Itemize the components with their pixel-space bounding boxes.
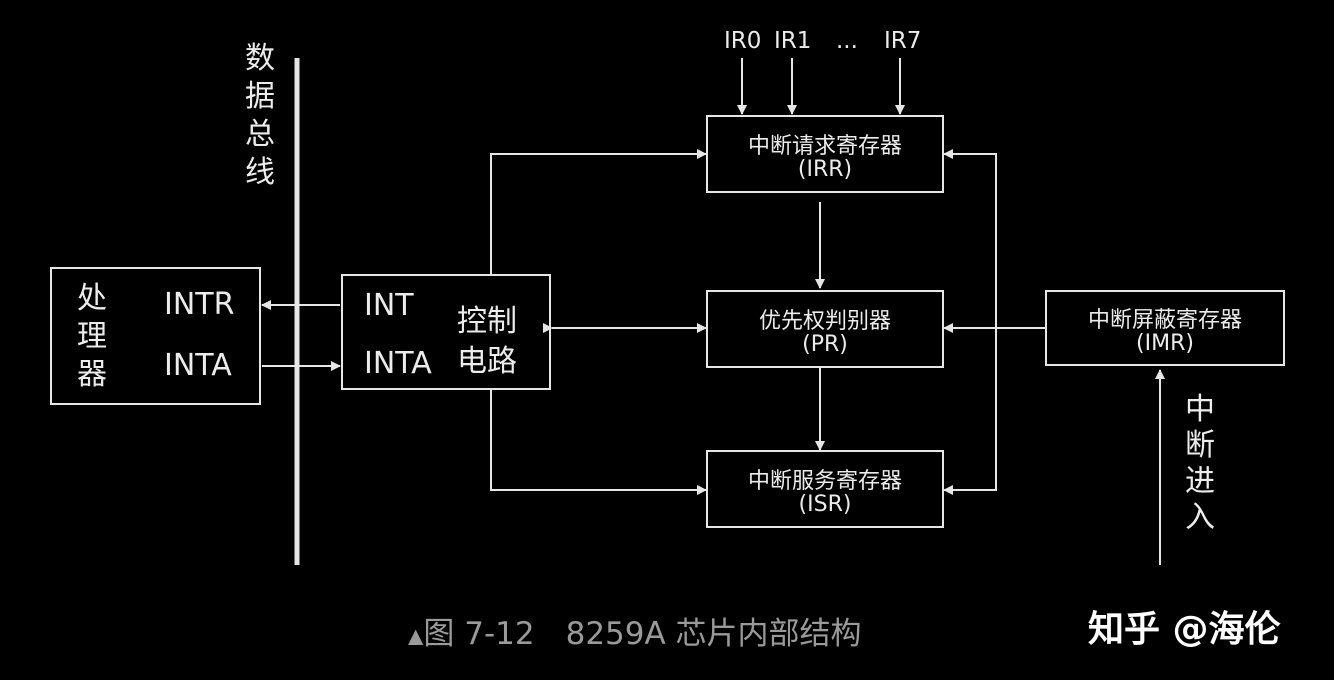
isr-box	[706, 450, 944, 528]
interrupt-entry-label: 中 断 进 入	[1185, 392, 1215, 535]
data-bus-label: 数 据 总 线	[245, 41, 275, 190]
processor-label: 处 理 器	[77, 281, 107, 392]
imr-box	[1045, 290, 1285, 366]
pr-abbr: (PR)	[802, 332, 848, 357]
ir0-label: IR0	[724, 28, 762, 54]
processor-intr-label: INTR	[164, 287, 235, 322]
caption-text: 图 7-12 8259A 芯片内部结构	[423, 616, 862, 652]
imr-name: 中断屏蔽寄存器	[1087, 308, 1242, 333]
isr-irr-feedback	[943, 149, 997, 491]
pr-name: 优先权判别器	[758, 309, 891, 334]
caption-triangle-icon: ▲	[408, 623, 424, 648]
ir7-label: IR7	[884, 28, 922, 54]
ir1-label: IR1	[774, 28, 812, 54]
isr-name: 中断服务寄存器	[747, 469, 902, 494]
control-isr-arrow	[490, 390, 707, 495]
control-name-line1: 控制	[457, 304, 517, 339]
irr-name: 中断请求寄存器	[747, 134, 902, 159]
control-circuit-box	[341, 274, 551, 390]
isr-abbr: (ISR)	[798, 492, 852, 517]
irr-abbr: (IRR)	[797, 157, 853, 182]
control-irr-arrow	[490, 149, 707, 274]
zhihu-watermark: 知乎 @海伦	[1088, 609, 1281, 650]
ir-dots: ...	[836, 28, 858, 54]
control-name-line2: 电路	[457, 344, 517, 379]
irr-box	[706, 115, 944, 193]
imr-abbr: (IMR)	[1136, 331, 1194, 356]
processor-box	[50, 267, 261, 405]
processor-inta-label: INTA	[164, 348, 232, 383]
figure-caption: ▲图 7-12 8259A 芯片内部结构	[408, 608, 862, 653]
control-int-label: INT	[364, 288, 414, 323]
control-inta-label: INTA	[364, 346, 432, 381]
pr-box	[706, 290, 944, 368]
